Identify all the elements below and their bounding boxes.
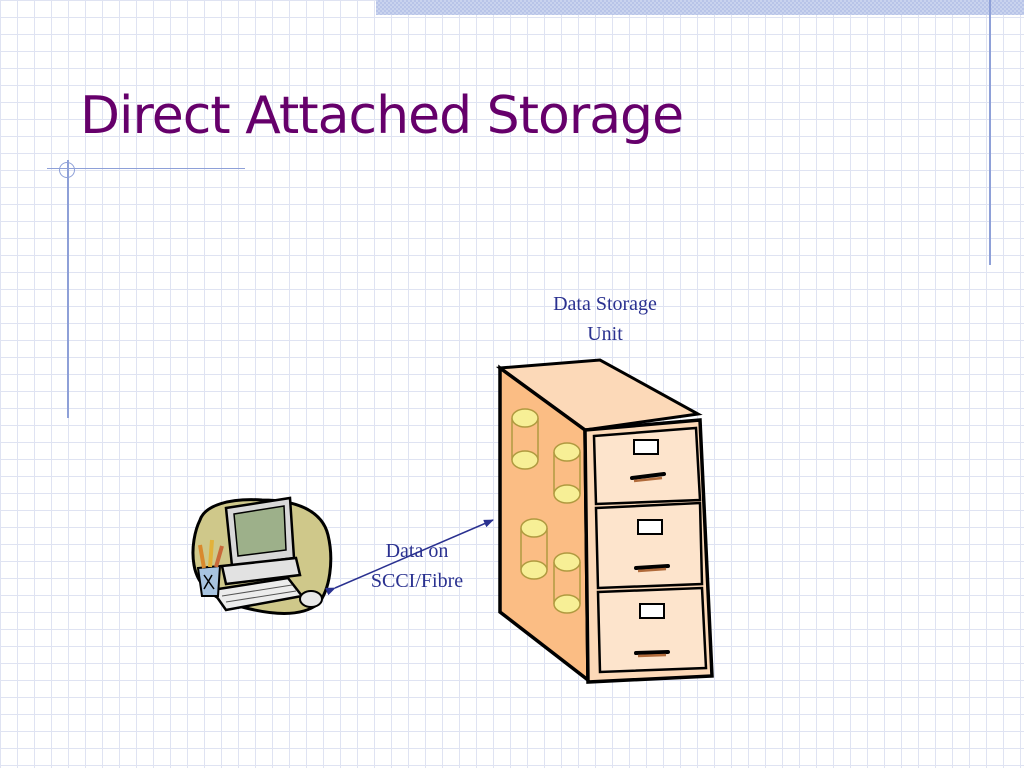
storage-label-line-1: Data Storage: [553, 293, 657, 315]
storage-unit-label: Data Storage Unit: [520, 289, 690, 349]
left-vertical-rule: [67, 160, 69, 418]
filing-cabinet-storage-icon: [495, 358, 714, 684]
desktop-computer-icon: [191, 496, 333, 615]
connection-arrow: [325, 519, 494, 596]
storage-label-line-2: Unit: [587, 323, 623, 345]
header-pattern-band: [376, 0, 1024, 15]
title-underline-rule: [47, 168, 245, 169]
slide-title: Direct Attached Storage: [80, 86, 684, 146]
rule-circle-ornament: [59, 162, 75, 178]
right-vertical-rule: [989, 0, 991, 265]
